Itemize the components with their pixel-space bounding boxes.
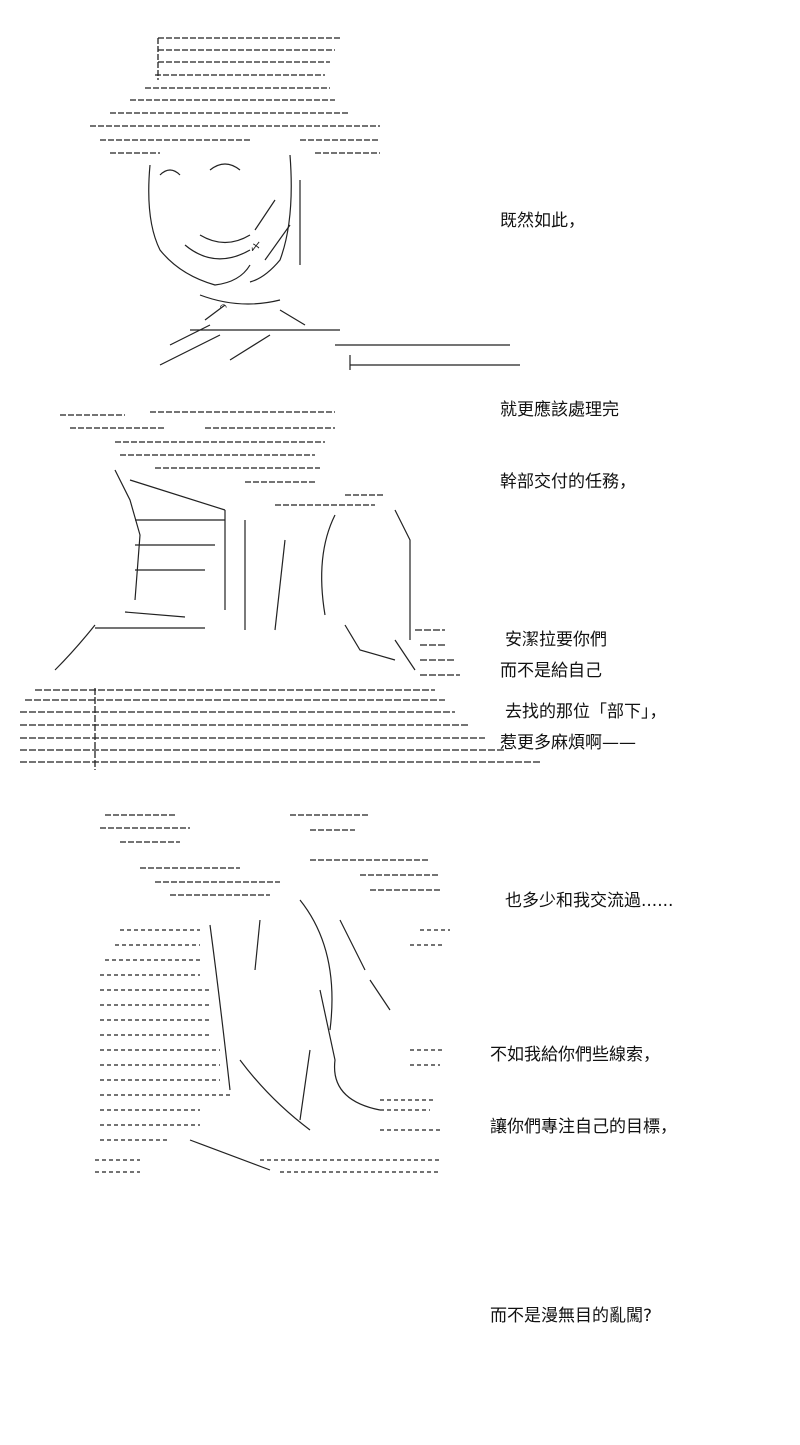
- dialogue-paragraph: 安潔拉要你們 去找的那位「部下」，: [505, 580, 673, 772]
- dialogue-block-2: 安潔拉要你們 去找的那位「部下」， 也多少和我交流過......: [505, 532, 673, 1030]
- dialogue-line: 幹部交付的任務，: [500, 472, 636, 492]
- dialogue-paragraph: 而不是給自己 惹更多麻煩啊——: [500, 611, 636, 803]
- shadowed-figure-drawing: [95, 814, 450, 1173]
- ascii-art-hat-man: ⌒〆: [50, 20, 530, 380]
- svg-text:〆: 〆: [250, 240, 261, 253]
- dialogue-line: 安潔拉要你們: [505, 630, 607, 650]
- dialogue-line: 既然如此，: [500, 211, 585, 231]
- panel-3: 不如我給你們些線索， 讓你們專注自己的目標， 而不是漫無目的亂闖?: [0, 790, 800, 1326]
- dialogue-line: 就更應該處理完: [500, 400, 619, 420]
- dialogue-line: 而不是給自己: [500, 661, 602, 681]
- hat-man-drawing: ⌒〆: [90, 37, 520, 370]
- dialogue-paragraph: 也多少和我交流過......: [505, 841, 673, 961]
- dialogue-line: 讓你們專注自己的目標，: [490, 1117, 677, 1137]
- dialogue-paragraph: 而不是漫無目的亂闖?: [490, 1256, 677, 1376]
- dialogue-paragraph: 不如我給你們些線索， 讓你們專注自己的目標，: [490, 995, 677, 1187]
- dialogue-line: 惹更多麻煩啊——: [500, 733, 636, 753]
- ascii-art-shadowed-figure: [80, 800, 450, 1185]
- seated-figure-drawing: [20, 411, 540, 770]
- dialogue-paragraph: 就更應該處理完 幹部交付的任務，: [500, 350, 636, 542]
- dialogue-paragraph: 既然如此，: [500, 161, 636, 281]
- dialogue-block-1: 既然如此， 就更應該處理完 幹部交付的任務， 而不是給自己 惹更多麻煩啊——: [500, 113, 636, 872]
- dialogue-block-3: 不如我給你們些線索， 讓你們專注自己的目標， 而不是漫無目的亂闖?: [490, 947, 677, 1445]
- panel-2: 安潔拉要你們 去找的那位「部下」， 也多少和我交流過......: [0, 390, 800, 911]
- dialogue-line: 不如我給你們些線索，: [490, 1045, 660, 1065]
- dialogue-line: 也多少和我交流過......: [505, 891, 674, 911]
- dialogue-line: 而不是漫無目的亂闖?: [490, 1306, 653, 1326]
- panel-1: ⌒〆 既然如此， 就更應該處理完 幹部交付的任務， 而不是給自己 惹更多麻煩啊—…: [0, 0, 800, 753]
- svg-text:⌒: ⌒: [220, 300, 227, 313]
- dialogue-line: 去找的那位「部下」，: [505, 702, 667, 722]
- ascii-art-seated-figure: [15, 400, 555, 775]
